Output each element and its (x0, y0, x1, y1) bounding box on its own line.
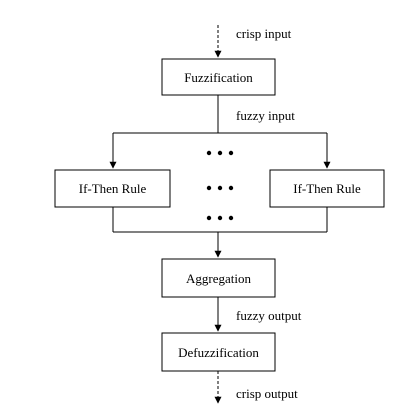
defuzzification-box: Defuzzification (161, 332, 276, 372)
aggregation-box: Aggregation (161, 258, 276, 298)
fuzzy-input-label: fuzzy input (236, 108, 295, 123)
ellipsis-row-middle (206, 185, 234, 191)
fuzzification-box: Fuzzification (161, 58, 276, 96)
rule-right-box: If-Then Rule (269, 169, 385, 208)
crisp-input-label: crisp input (236, 26, 292, 41)
ellipsis-row-bottom (206, 215, 234, 221)
rule-left-label: If-Then Rule (79, 181, 147, 196)
ellipsis-row-top (206, 150, 234, 156)
crisp-output-label: crisp output (236, 386, 298, 401)
fuzzy-output-label: fuzzy output (236, 308, 302, 323)
fuzzification-label: Fuzzification (184, 70, 253, 85)
rule-right-label: If-Then Rule (293, 181, 361, 196)
defuzzification-label: Defuzzification (178, 345, 259, 360)
aggregation-label: Aggregation (186, 271, 251, 286)
rule-left-box: If-Then Rule (54, 169, 171, 208)
